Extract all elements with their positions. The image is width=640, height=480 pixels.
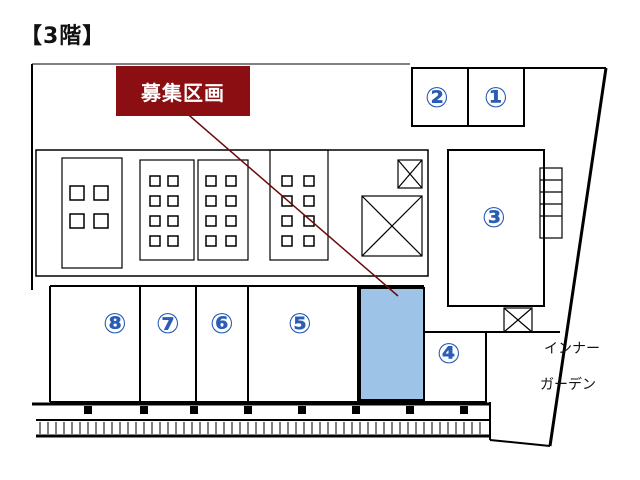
recruiting-unit-highlight — [359, 287, 425, 401]
recruiting-callout-label: 募集区画 — [116, 66, 250, 116]
garden-label-line2: ガーデン — [540, 377, 596, 393]
unit-8-label: ⑧ — [103, 307, 127, 340]
unit-3-label: ③ — [482, 201, 506, 234]
unit-4-label: ④ — [437, 337, 461, 370]
callout-leader-line — [175, 103, 399, 297]
unit-1-label: ① — [484, 81, 508, 114]
garden-label-line1: インナー — [544, 341, 600, 357]
corridor-columns — [84, 406, 468, 414]
unit-5-label: ⑤ — [288, 307, 312, 340]
unit-7-label: ⑦ — [156, 307, 180, 340]
core-area — [35, 149, 563, 333]
core-fixtures — [69, 175, 315, 247]
unit-3-outline — [447, 149, 545, 307]
unit-6-label: ⑥ — [210, 307, 234, 340]
corridor-hatch — [39, 422, 481, 434]
unit-2-label: ② — [425, 81, 449, 114]
wall-right-slanted — [548, 67, 608, 447]
floor-title: 【3階】 — [20, 24, 106, 49]
wall-garden-bottom — [489, 439, 551, 447]
